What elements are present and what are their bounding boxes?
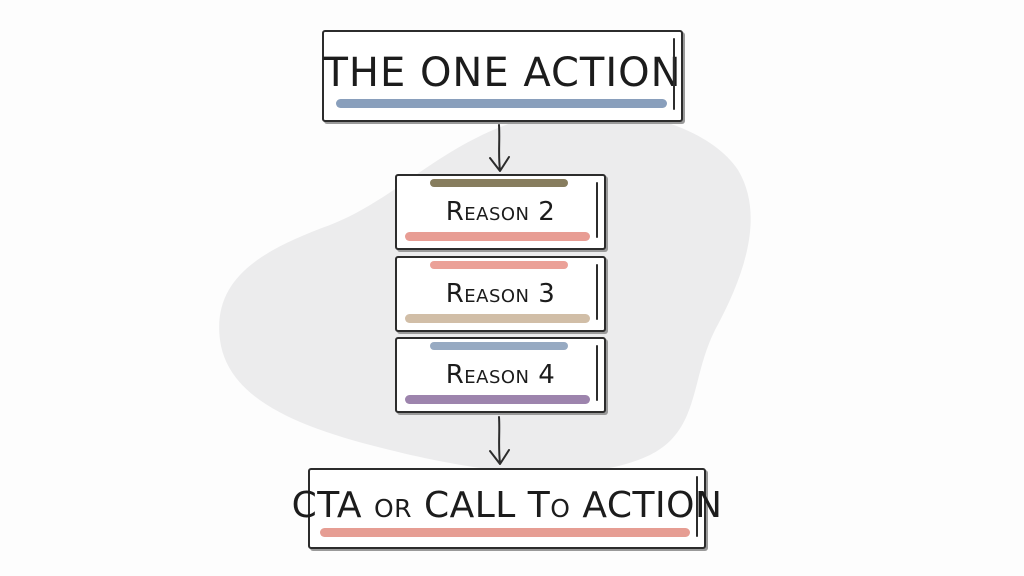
reason-2-underline bbox=[405, 232, 590, 241]
reason-4-label: Reason 4 bbox=[445, 360, 556, 390]
reason-2-box: Reason 2 bbox=[395, 174, 606, 250]
one-action-underline bbox=[336, 99, 667, 108]
cta-label: CTA or CALL To ACTION bbox=[291, 485, 723, 526]
box-edge-stroke bbox=[596, 182, 598, 238]
reason-3-top-bar bbox=[430, 261, 568, 269]
cta-box: CTA or CALL To ACTION bbox=[292, 468, 722, 549]
reason-3-box: Reason 3 bbox=[395, 256, 606, 332]
cta-underline bbox=[320, 528, 690, 537]
reason-3-underline bbox=[405, 314, 590, 323]
reason-3-label: Reason 3 bbox=[445, 279, 556, 309]
box-edge-stroke bbox=[596, 345, 598, 401]
reason-2-top-bar bbox=[430, 179, 568, 187]
box-edge-stroke bbox=[596, 264, 598, 320]
reason-2-label: Reason 2 bbox=[445, 197, 556, 227]
reason-4-top-bar bbox=[430, 342, 568, 350]
one-action-label: THE ONE ACTION bbox=[323, 50, 682, 96]
box-edge-stroke bbox=[673, 38, 675, 110]
one-action-box: THE ONE ACTION bbox=[322, 30, 683, 122]
reason-4-underline bbox=[405, 395, 590, 404]
box-edge-stroke bbox=[696, 476, 698, 537]
reason-4-box: Reason 4 bbox=[395, 337, 606, 413]
